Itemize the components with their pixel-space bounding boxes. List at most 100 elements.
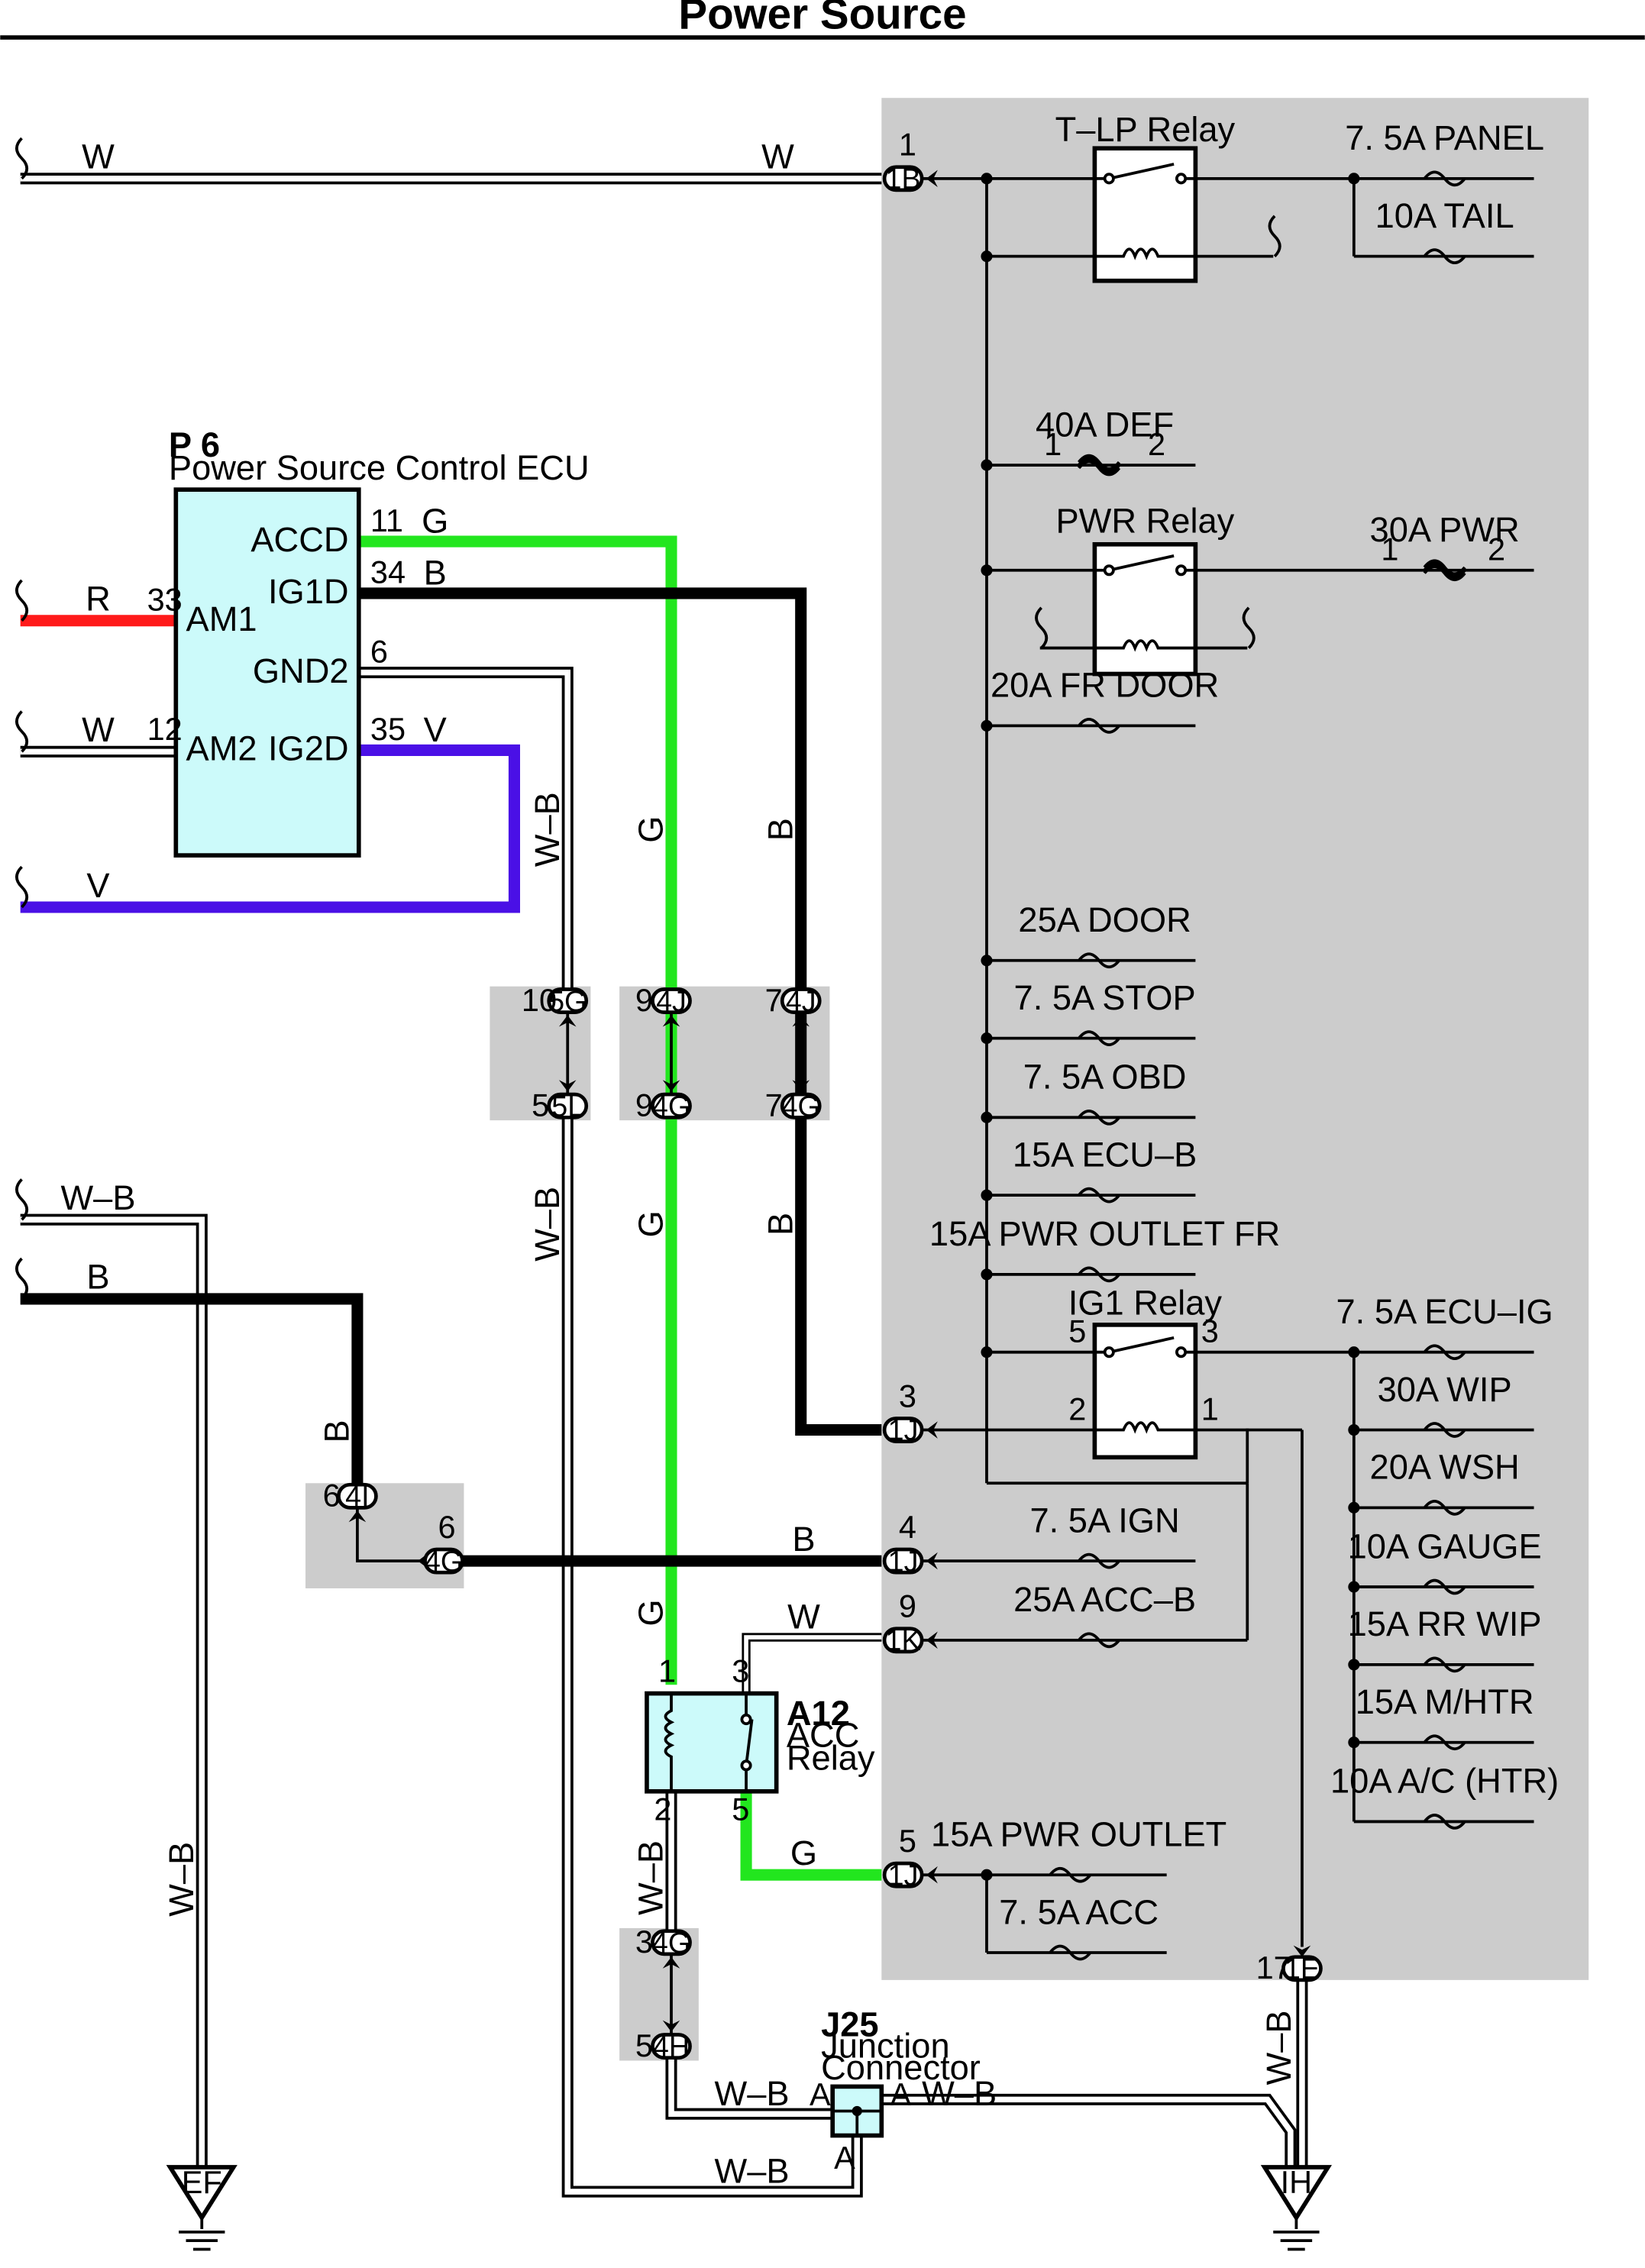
ecu-pin-ig2d: IG2D	[268, 729, 349, 768]
wc-wb-j25-left: W–B	[715, 2074, 790, 2113]
tlp-relay	[1092, 146, 1274, 283]
wc-b-4g-1j: B	[792, 1520, 815, 1559]
fuse-label-wsh: 20A WSH	[1370, 1448, 1520, 1487]
acc-relay-pin-2: 2	[654, 1791, 671, 1827]
wire-w-relay-1k	[742, 1633, 882, 1694]
j25-pin-a-bottom: A	[834, 2140, 855, 2176]
fuse-label-stop: 7. 5A STOP	[1014, 978, 1196, 1017]
fuse-label-obd: 7. 5A OBD	[1023, 1058, 1187, 1097]
wire-g-relay-out	[740, 1791, 882, 1881]
fuse-label-ign: 7. 5A IGN	[1030, 1501, 1180, 1539]
ecu-pin-ig1d: IG1D	[268, 572, 349, 611]
acc-relay-code: A12	[787, 1694, 850, 1733]
connector-1j-5: 1J	[888, 1859, 919, 1891]
ground-ef-label: EF	[182, 2164, 222, 2200]
wc-b-left: B	[86, 1258, 109, 1297]
wc-v-ig2d: V	[424, 710, 447, 749]
relay-label-pwr: PWR Relay	[1055, 502, 1234, 541]
fuse-label-pwr-outlet: 15A PWR OUTLET	[931, 1814, 1226, 1853]
connector-4g-6: 4G	[425, 1545, 463, 1577]
pin-5g-10: 10	[522, 982, 557, 1018]
ground-ih	[1260, 2165, 1333, 2251]
jb-wiring	[922, 176, 1534, 1954]
ecu-p6	[173, 487, 361, 858]
pin-def-1: 1	[1044, 426, 1062, 462]
wire-wb-left-ground	[20, 1213, 208, 2178]
wc-g-v1: G	[632, 816, 671, 843]
wc-b-v2: B	[761, 1213, 800, 1236]
relay-label-tlp: T–LP Relay	[1055, 110, 1236, 149]
j25-pin-a-left: A	[810, 2076, 831, 2112]
pin-4g-3: 3	[635, 1924, 653, 1959]
pin-5l-5: 5	[532, 1087, 549, 1123]
connector-4g-9: 4G	[652, 1090, 690, 1122]
ecu-pin-num-34: 34	[370, 554, 406, 590]
pwr-relay	[1039, 541, 1248, 677]
ecu-pin-am2: AM2	[186, 729, 257, 768]
ecu-pin-num-12: 12	[147, 711, 183, 747]
wire-g-accd	[358, 535, 677, 1685]
fuse-label-acc: 7. 5A ACC	[999, 1892, 1159, 1931]
ecu-pin-gnd2: GND2	[253, 651, 349, 690]
wc-w-top-right: W	[761, 137, 794, 176]
ecu-pin-num-35: 35	[370, 711, 406, 747]
wc-wb-left: W–B	[60, 1178, 135, 1217]
pin-pwr-1: 1	[1381, 531, 1398, 567]
fuse-label-gauge: 10A GAUGE	[1348, 1527, 1542, 1565]
wc-wb-bottom: W–B	[715, 2152, 790, 2191]
fuse-label-rr-wip: 15A RR WIP	[1348, 1604, 1542, 1643]
wc-wb-gnd2-v2: W–B	[528, 1187, 567, 1262]
connector-4j-7: 4J	[786, 985, 816, 1017]
fuse-label-ecu-ig: 7. 5A ECU–IG	[1336, 1292, 1553, 1331]
fuse-label-wip: 30A WIP	[1378, 1370, 1512, 1409]
pin-4j-9: 9	[635, 982, 653, 1018]
wc-wb-relay-v: W–B	[632, 1840, 671, 1915]
pin-1b-1: 1	[899, 127, 916, 163]
connector-1b: 1B	[886, 163, 921, 195]
fuse-label-panel: 7. 5A PANEL	[1345, 118, 1544, 157]
pin-4g-6: 6	[438, 1509, 456, 1545]
wc-v-left: V	[86, 866, 109, 905]
pin-1e-17: 17	[1256, 1950, 1291, 1985]
pin-def-2: 2	[1148, 426, 1165, 462]
pin-ig1-3: 3	[1201, 1313, 1219, 1349]
junction-dots	[981, 173, 1360, 1881]
pin-4g-9: 9	[635, 1087, 653, 1123]
j25-name-1: Junction	[821, 2027, 950, 2066]
connector-4j-9: 4J	[656, 985, 687, 1017]
pin-1j-4: 4	[899, 1509, 916, 1545]
fuse-label-m-htr: 15A M/HTR	[1356, 1682, 1534, 1721]
wc-b-v3: B	[318, 1420, 357, 1443]
ground-ef	[166, 2165, 238, 2251]
pin-pwr-2: 2	[1488, 531, 1505, 567]
connector-1j-4: 1J	[888, 1545, 919, 1577]
j25-name-2: Connector	[821, 2048, 981, 2087]
acc-relay-name-1: ACC	[787, 1715, 860, 1754]
wire-v-ig2d	[20, 744, 520, 913]
j25-pin-a-right: A	[890, 2076, 912, 2112]
acc-relay-pin-1: 1	[658, 1653, 676, 1689]
wc-g-v3: G	[632, 1599, 671, 1626]
ground-ih-label: IH	[1281, 2164, 1312, 2200]
connector-1k: 1K	[886, 1624, 921, 1656]
fuse-label-pwr-outlet-fr: 15A PWR OUTLET FR	[929, 1214, 1280, 1253]
wire-4i-4g	[356, 1504, 425, 1562]
wc-g-relay-out: G	[790, 1833, 817, 1872]
ecu-pin-num-6: 6	[370, 633, 388, 669]
wc-wb-left-ground-v: W–B	[162, 1842, 201, 1917]
ecu-pin-am1: AM1	[186, 599, 257, 638]
wc-w-am2: W	[82, 710, 115, 749]
fuse-label-door: 25A DOOR	[1018, 900, 1191, 939]
connector-4g-7: 4G	[782, 1090, 820, 1122]
pin-ig1-1: 1	[1201, 1391, 1219, 1426]
fuse-label-ac-htr: 10A A/C (HTR)	[1330, 1762, 1559, 1801]
connector-1e: 1E	[1285, 1953, 1320, 1985]
page-title: Power Source	[678, 0, 966, 38]
j25-code: J25	[821, 2005, 879, 2043]
acc-relay-name-2: Relay	[787, 1739, 875, 1778]
pin-4i-6: 6	[323, 1477, 341, 1513]
acc-relay-a12	[645, 1691, 779, 1794]
connector-1j-3: 1J	[888, 1414, 919, 1446]
wc-wb-1e-v: W–B	[1259, 2010, 1298, 2085]
